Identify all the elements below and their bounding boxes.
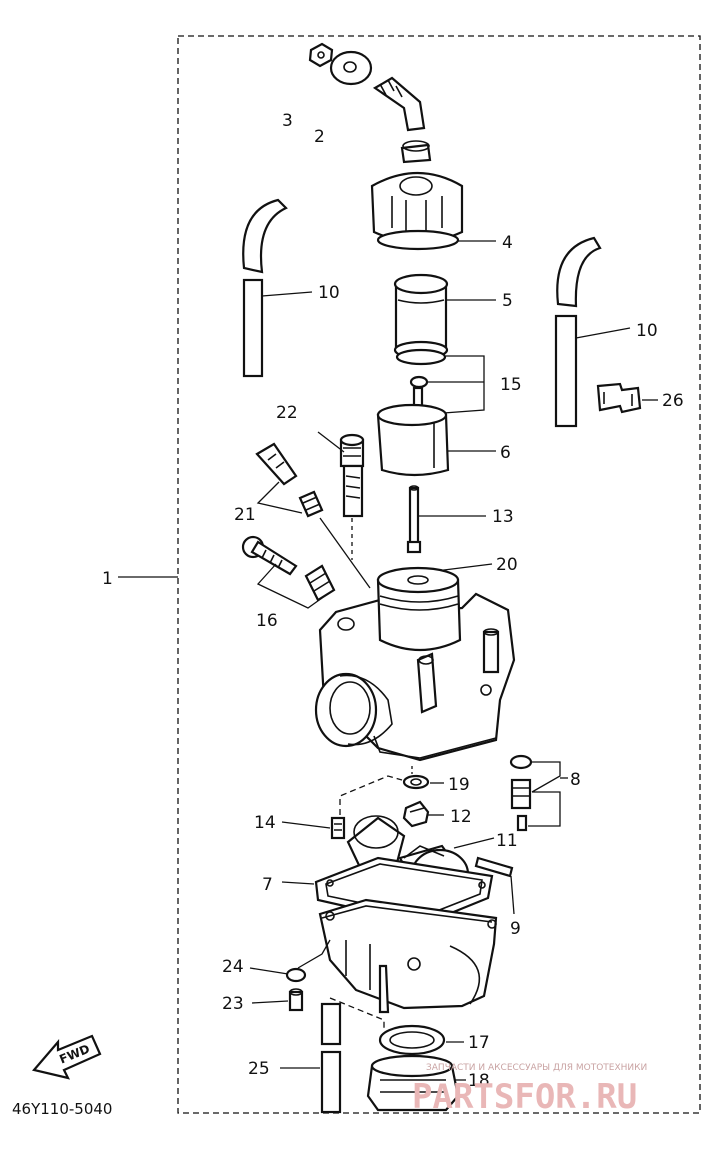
part-4-mixing-chamber-top	[370, 140, 464, 251]
label-part-17: 17	[468, 1033, 490, 1053]
label-part-1: 1	[102, 569, 113, 589]
label-part-20: 20	[496, 555, 518, 575]
carburetor-body	[314, 566, 516, 762]
label-part-3: 3	[282, 111, 293, 131]
part-16-air-screw-set	[241, 535, 336, 602]
part-14-pilot-jet	[330, 816, 346, 840]
part-25-hose-set	[320, 1002, 342, 1114]
label-part-9: 9	[510, 919, 521, 939]
part-2-washer	[329, 50, 373, 86]
label-part-26: 26	[662, 391, 684, 411]
float-chamber	[318, 898, 498, 1014]
part-10-hose-right	[554, 236, 602, 428]
label-part-5: 5	[502, 291, 513, 311]
label-part-15: 15	[500, 375, 522, 395]
elbow-fitting	[372, 76, 426, 132]
part-6-throttle-valve	[376, 386, 450, 477]
part-8-needle-valve-set	[509, 754, 533, 832]
part-9-float-pin	[474, 856, 514, 878]
part-26-hose-clip	[596, 382, 642, 414]
label-part-4: 4	[502, 233, 513, 253]
label-part-12: 12	[450, 807, 472, 827]
assembly-frame	[177, 35, 701, 1114]
label-part-23: 23	[222, 994, 244, 1014]
part-17-o-ring	[378, 1024, 446, 1056]
label-part-16: 16	[256, 611, 278, 631]
part-5-throttle-spring	[393, 273, 449, 366]
label-part-8: 8	[570, 770, 581, 790]
part-3-nut	[308, 42, 334, 68]
label-part-14: 14	[254, 813, 276, 833]
label-part-2: 2	[314, 127, 325, 147]
part-18-drain-plug	[366, 1054, 460, 1112]
fwd-direction-arrow: FWD	[31, 1034, 102, 1080]
part-13-jet-needle	[406, 485, 422, 554]
part-22-throttle-stop-screw	[339, 433, 365, 518]
label-part-25: 25	[248, 1059, 270, 1079]
label-part-11: 11	[496, 831, 518, 851]
watermark-caption: ЗАПЧАСТИ И АКСЕССУАРЫ ДЛЯ МОТОТЕХНИКИ	[426, 1063, 647, 1073]
label-part-6: 6	[500, 443, 511, 463]
label-part-10-left: 10	[318, 283, 340, 303]
part-12-main-jet	[402, 800, 430, 828]
part-15-clip	[409, 375, 429, 389]
label-part-22: 22	[276, 403, 298, 423]
label-part-18: 18	[468, 1071, 490, 1091]
label-part-10-right: 10	[636, 321, 658, 341]
part-21-pilot-screw-set	[255, 442, 324, 518]
drawing-code: 46Y110-5040	[12, 1100, 112, 1118]
label-part-13: 13	[492, 507, 514, 527]
label-part-21: 21	[234, 505, 256, 525]
label-part-24: 24	[222, 957, 244, 977]
label-part-7: 7	[262, 875, 273, 895]
label-part-19: 19	[448, 775, 470, 795]
part-10-hose-left	[242, 198, 288, 378]
part-23-plug	[288, 988, 304, 1012]
part-19-needle-jet	[402, 774, 430, 790]
watermark-brand: PARTSFOR.RU	[412, 1077, 637, 1117]
part-24-washer	[285, 967, 307, 983]
